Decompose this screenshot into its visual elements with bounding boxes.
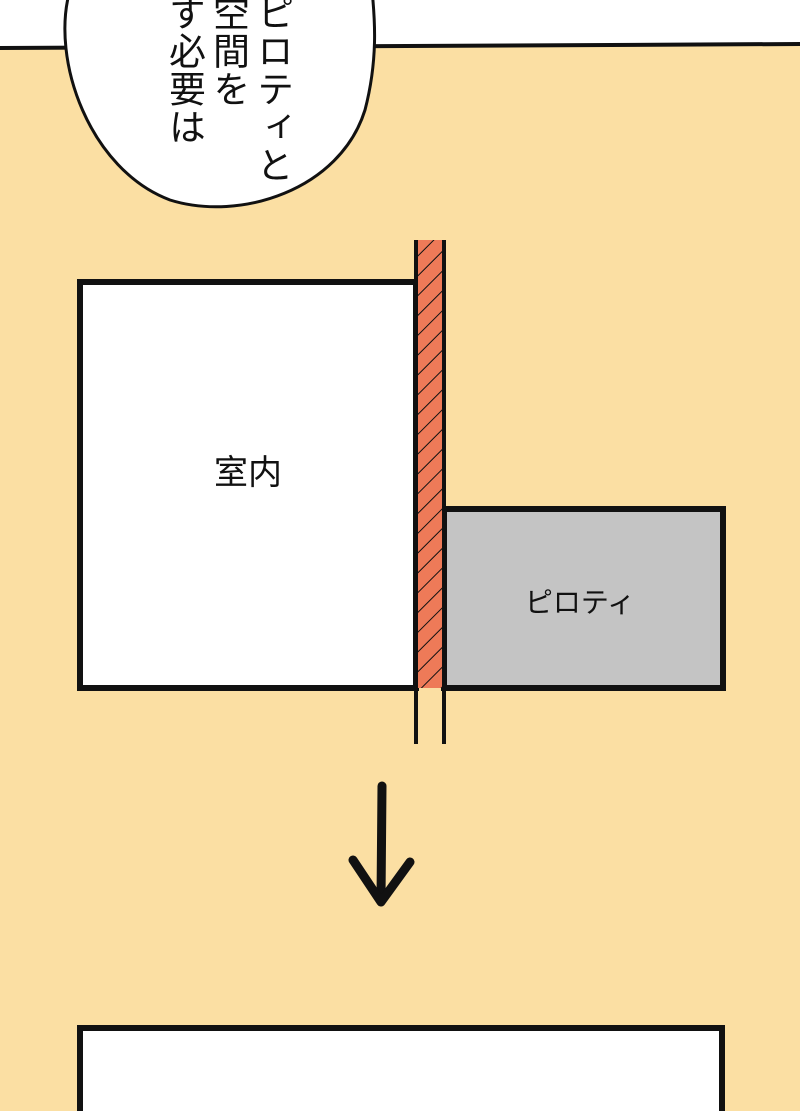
piloti-label: ピロティ	[525, 586, 635, 619]
down-arrow-icon	[348, 781, 415, 907]
wall-hatch	[416, 240, 444, 688]
next-diagram-box	[77, 1025, 725, 1111]
speech-bubble-shape	[63, 0, 377, 209]
interior-room	[77, 279, 419, 691]
bubble-line-3: す必要は	[163, 0, 206, 146]
interior-label: 室内	[214, 453, 282, 493]
speech-bubble: ピロティと 空間を す必要は	[63, 0, 377, 209]
bubble-line-1: ピロティと	[251, 0, 294, 184]
wall	[414, 240, 446, 744]
bubble-line-2: 空間を	[207, 0, 250, 108]
